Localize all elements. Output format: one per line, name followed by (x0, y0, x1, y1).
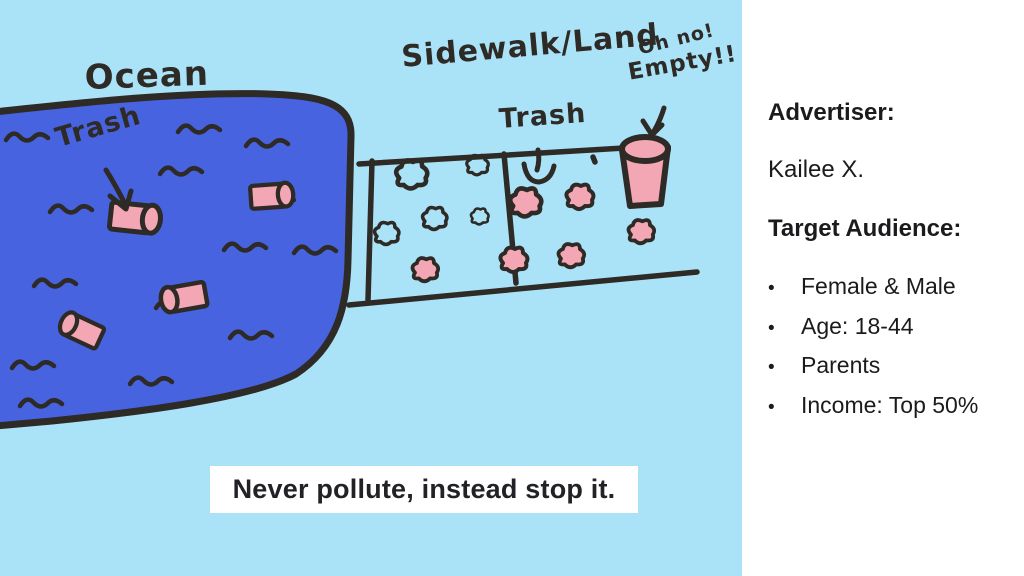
caption-text: Never pollute, instead stop it. (232, 474, 616, 504)
caption-box: Never pollute, instead stop it. (210, 466, 638, 513)
drawing-area: Ocean Trash Sidewalk/Land Oh no! Empty!!… (0, 18, 739, 513)
audience-list: • Female & Male • Age: 18-44 • Parents •… (768, 268, 1010, 426)
trash-scribble-icon (556, 242, 587, 270)
ocean-trash-arrow-icon (107, 188, 134, 212)
trash-can (619, 134, 671, 209)
ocean-trash-cylinder (248, 180, 296, 211)
audience-item: • Female & Male (768, 268, 1010, 308)
ocean-trash-cylinder (158, 279, 210, 315)
trash-scribble-icon (498, 245, 530, 274)
sidewalk-trash-arrow-icon (521, 161, 557, 185)
audience-heading: Target Audience: (768, 215, 962, 242)
trash-scribble-icon (510, 188, 541, 216)
audience-item-label: Income: Top 50% (801, 391, 979, 418)
audience-item-label: Parents (801, 352, 881, 378)
audience-item: • Parents (768, 347, 1010, 387)
trash-scribble-icon (469, 207, 490, 226)
empty-arrow-icon (640, 118, 665, 138)
bullet-icon: • (768, 278, 775, 299)
ocean-trash-cylinder (57, 310, 107, 351)
sidewalk-trash-arrow-icon (534, 147, 542, 173)
info-panel: Advertiser: Kailee X. Target Audience: •… (742, 0, 1024, 576)
trash-scribble-icon (626, 218, 657, 246)
trash-scribble-icon (396, 160, 427, 188)
trash-scribble-icon (420, 205, 449, 232)
audience-item: • Income: Top 50% (768, 387, 1010, 427)
ocean-trash-cylinder (106, 199, 163, 236)
sidewalk-trash-outline (372, 153, 490, 247)
advertiser-name: Kailee X. (768, 156, 865, 183)
ocean-shape (0, 90, 355, 430)
sidewalk-trash-pink (410, 182, 657, 284)
trash-scribble-icon (410, 256, 441, 284)
trash-scribble-icon (372, 220, 401, 247)
ocean-label: Ocean (84, 53, 210, 98)
hand-drawing (0, 90, 700, 430)
audience-item-label: Female & Male (801, 273, 956, 299)
bullet-icon: • (768, 357, 775, 378)
ocean-trash-arrow-icon (103, 167, 127, 205)
trash-scribble-icon (564, 182, 596, 211)
audience-item-label: Age: 18-44 (801, 312, 914, 339)
arrow-icons (103, 105, 667, 212)
bullet-icon: • (768, 317, 775, 339)
bullet-icon: • (768, 396, 775, 418)
audience-item: • Age: 18-44 (768, 308, 1010, 348)
sidewalk-trash-label: Trash (498, 97, 588, 135)
advertiser-heading: Advertiser: (768, 99, 895, 126)
